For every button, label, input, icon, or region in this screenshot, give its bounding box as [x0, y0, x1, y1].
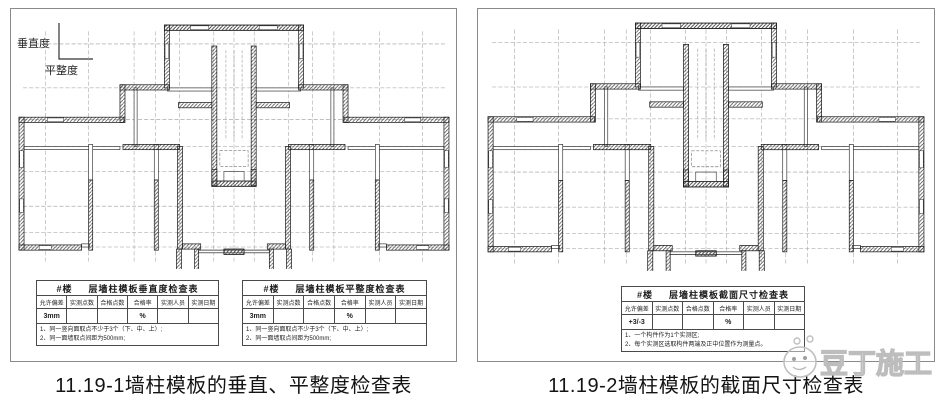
empty-cell — [187, 308, 220, 324]
table-header-row: 允许偏差 实测点数 合格点数 合格率 实测人员 实测日期 — [242, 295, 427, 309]
rate-unit-cell: % — [126, 308, 159, 324]
empty-cell — [157, 308, 189, 324]
col-header: 实测人员 — [743, 301, 775, 315]
table-title: 层墙柱模板截面尺寸检查表 — [669, 289, 790, 300]
table-title-cell: #楼 层墙柱模板平整度检查表 — [242, 280, 427, 296]
col-header: 允许偏差 — [35, 295, 68, 309]
table-value-row: +3/-3 % — [621, 314, 805, 330]
col-header: 合格率 — [126, 295, 159, 309]
check-table-verticality: #楼 层墙柱模板垂直度检查表 允许偏差 实测点数 合格点数 合格率 实测人员 实测… — [35, 280, 220, 346]
left-panel: 垂直度 平整度 #楼 层墙柱模板垂直度检查表 允许偏差 实测点数 合格点数 合格率… — [10, 8, 457, 362]
col-header: 实测点数 — [272, 295, 305, 309]
empty-cell — [682, 314, 714, 330]
vertical-axis-label: 垂直度 — [17, 36, 50, 50]
table-header-row: 允许偏差 实测点数 合格点数 合格率 实测人员 实测日期 — [35, 295, 220, 309]
building-number: #楼 — [263, 283, 280, 294]
note-line: 2、同一面墙取点间距为500mm; — [40, 336, 126, 342]
table-title-row: #楼 层墙柱模板截面尺寸检查表 — [621, 286, 805, 302]
table-title: 层墙柱模板垂直度检查表 — [88, 283, 199, 294]
table-value-row: 3mm % — [242, 308, 427, 324]
legend-axis-line — [58, 23, 93, 60]
note-line: 1、一个构件作为1个实测区; — [625, 333, 700, 339]
table-notes-row: 1、同一竖向面取点不少于3个（下、中、上）; 2、同一面墙取点间距为500mm; — [36, 323, 219, 346]
empty-cell — [773, 314, 805, 330]
empty-cell — [303, 308, 335, 324]
col-header: 实测人员 — [157, 295, 189, 309]
note-line: 1、同一竖向面取点不少于3个（下、中、上）; — [246, 327, 369, 333]
rate-unit-cell: % — [712, 314, 744, 330]
empty-cell — [272, 308, 305, 324]
table-header-row: 允许偏差 实测点数 合格点数 合格率 实测人员 实测日期 — [621, 301, 805, 315]
allowed-deviation-cell: 3mm — [242, 308, 274, 324]
flatness-axis-label: 平整度 — [45, 63, 78, 77]
table-title-row: #楼 层墙柱模板垂直度检查表 — [36, 280, 219, 296]
empty-cell — [395, 308, 427, 324]
col-header: 允许偏差 — [621, 301, 653, 315]
building-number: #楼 — [56, 283, 73, 294]
allowed-deviation-cell: 3mm — [35, 308, 68, 324]
note-line: 2、同一面墙取点间距为500mm; — [246, 336, 332, 342]
col-header: 实测日期 — [187, 295, 220, 309]
table-notes-row: 1、一个构件作为1个实测区; 2、每个实测区选取构件两端及正中位置作为测量点。 — [621, 329, 805, 352]
col-header: 实测点数 — [651, 301, 683, 315]
table-notes-cell: 1、一个构件作为1个实测区; 2、每个实测区选取构件两端及正中位置作为测量点。 — [621, 329, 805, 352]
table-title-cell: #楼 层墙柱模板垂直度检查表 — [36, 280, 219, 296]
right-panel: #楼 层墙柱模板截面尺寸检查表 允许偏差 实测点数 合格点数 合格率 实测人员 实… — [477, 8, 935, 362]
floor-plan-left — [18, 24, 450, 269]
check-table-section-size: #楼 层墙柱模板截面尺寸检查表 允许偏差 实测点数 合格点数 合格率 实测人员 实… — [621, 286, 805, 352]
empty-cell — [96, 308, 128, 324]
col-header: 合格率 — [712, 301, 744, 315]
col-header: 合格点数 — [682, 301, 714, 315]
table-notes-row: 1、同一竖向面取点不少于3个（下、中、上）; 2、同一面墙取点间距为500mm; — [242, 323, 427, 346]
verticality-flatness-legend: 垂直度 平整度 — [17, 23, 93, 77]
table-title-row: #楼 层墙柱模板平整度检查表 — [242, 280, 427, 296]
floor-plan-right — [487, 22, 925, 271]
empty-cell — [66, 308, 98, 324]
empty-cell — [743, 314, 775, 330]
table-title: 层墙柱模板平整度检查表 — [295, 283, 406, 294]
col-header: 实测人员 — [364, 295, 397, 309]
table-notes-cell: 1、同一竖向面取点不少于3个（下、中、上）; 2、同一面墙取点间距为500mm; — [36, 323, 219, 346]
col-header: 实测日期 — [773, 301, 805, 315]
table-notes-cell: 1、同一竖向面取点不少于3个（下、中、上）; 2、同一面墙取点间距为500mm; — [242, 323, 427, 346]
note-line: 2、每个实测区选取构件两端及正中位置作为测量点。 — [625, 342, 767, 348]
table-value-row: 3mm % — [35, 308, 220, 324]
col-header: 允许偏差 — [242, 295, 274, 309]
empty-cell — [364, 308, 397, 324]
rate-unit-cell: % — [333, 308, 366, 324]
building-number: #楼 — [636, 289, 653, 300]
caption-right: 11.19-2墙柱模板的截面尺寸检查表 — [548, 375, 864, 397]
col-header: 合格率 — [333, 295, 366, 309]
col-header: 合格点数 — [303, 295, 335, 309]
caption-left: 11.19-1墙柱模板的垂直、平整度检查表 — [55, 375, 412, 397]
note-line: 1、同一竖向面取点不少于3个（下、中、上）; — [40, 327, 163, 333]
col-header: 实测点数 — [66, 295, 98, 309]
allowed-deviation-cell: +3/-3 — [621, 314, 653, 330]
col-header: 实测日期 — [395, 295, 427, 309]
col-header: 合格点数 — [96, 295, 128, 309]
table-title-cell: #楼 层墙柱模板截面尺寸检查表 — [621, 286, 805, 302]
check-table-flatness: #楼 层墙柱模板平整度检查表 允许偏差 实测点数 合格点数 合格率 实测人员 实测… — [242, 280, 427, 346]
empty-cell — [651, 314, 683, 330]
